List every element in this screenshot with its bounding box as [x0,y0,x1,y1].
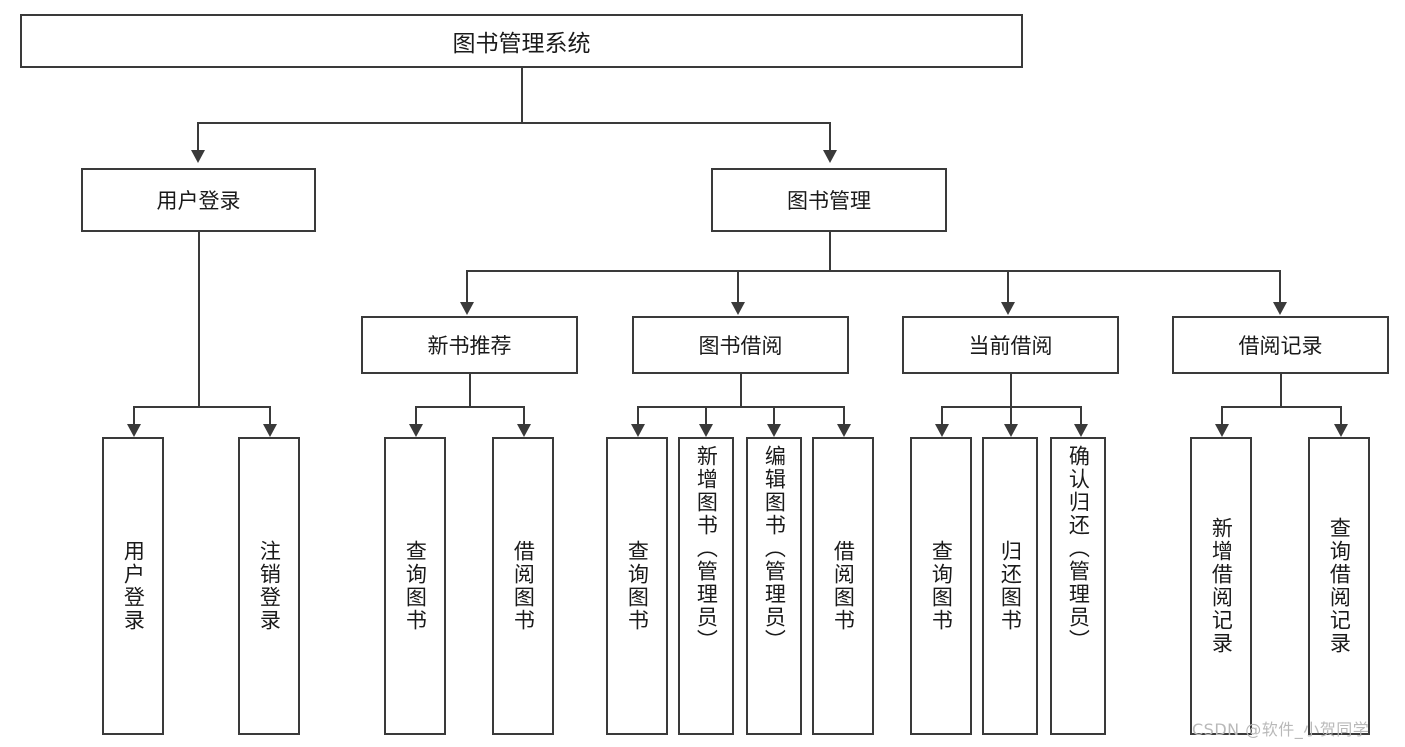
arrowhead-user-login-leaf2 [263,424,277,437]
arrowhead-user-login-leaf1 [127,424,141,437]
arrowhead-current-borrow-leaf3 [1074,424,1088,437]
connector-new-book-to-leaf1 [415,406,417,424]
connector-book-mgmt-to-lvl3-1 [466,270,468,302]
connector-book-borrow-to-leaf1 [637,406,639,424]
leaf-label: 编辑图书（管理员） [762,445,787,652]
connector-borrow-record-to-leaf2 [1340,406,1342,424]
leaf-label: 查询图书 [403,540,428,632]
leaf-label: 查询图书 [929,540,954,632]
node-label: 图书管理 [787,189,871,213]
arrowhead-new-book-leaf1 [409,424,423,437]
connector-current-borrow-to-leaf2 [1010,406,1012,424]
connector-root-to-user-login [197,122,199,150]
leaf-label: 注销登录 [257,540,282,632]
connector-book-mgmt-stem [829,232,831,270]
leaf-label: 确认归还（管理员） [1066,445,1091,652]
connector-root-bus [197,122,830,124]
leaf-add-borrow-record[interactable]: 新增借阅记录 [1190,437,1252,735]
connector-user-login-bus [133,406,269,408]
arrowhead-lvl3-4 [1273,302,1287,315]
connector-borrow-record-bus [1221,406,1340,408]
node-label: 新书推荐 [427,334,512,358]
connector-book-mgmt-to-lvl3-4 [1279,270,1281,302]
leaf-label: 新增借阅记录 [1209,517,1234,655]
arrowhead-book-borrow-leaf4 [837,424,851,437]
connector-current-borrow-to-leaf3 [1080,406,1082,424]
leaf-label: 归还图书 [998,540,1023,632]
arrowhead-current-borrow-leaf2 [1004,424,1018,437]
node-label: 图书借阅 [698,334,783,358]
leaf-label: 借阅图书 [831,540,856,632]
leaf-label: 新增图书（管理员） [694,445,719,652]
arrowhead-lvl3-2 [731,302,745,315]
arrowhead-current-borrow-leaf1 [935,424,949,437]
arrowhead-root-to-book-mgmt [823,150,837,163]
node-new-book-recommend[interactable]: 新书推荐 [361,316,578,374]
leaf-user-login[interactable]: 用户登录 [102,437,164,735]
arrowhead-book-borrow-leaf1 [631,424,645,437]
leaf-confirm-return-admin[interactable]: 确认归还（管理员） [1050,437,1106,735]
connector-book-mgmt-to-lvl3-3 [1007,270,1009,302]
connector-new-book-stem [469,374,471,406]
node-book-borrow[interactable]: 图书借阅 [632,316,849,374]
node-label: 借阅记录 [1238,334,1323,358]
arrowhead-borrow-record-leaf1 [1215,424,1229,437]
leaf-label: 查询借阅记录 [1327,517,1352,655]
connector-new-book-to-leaf2 [523,406,525,424]
node-book-management[interactable]: 图书管理 [711,168,947,232]
connector-current-borrow-stem [1010,374,1012,406]
node-root-system[interactable]: 图书管理系统 [20,14,1023,68]
node-user-login[interactable]: 用户登录 [81,168,316,232]
arrowhead-borrow-record-leaf2 [1334,424,1348,437]
connector-current-borrow-to-leaf1 [941,406,943,424]
arrowhead-book-borrow-leaf2 [699,424,713,437]
arrowhead-lvl3-3 [1001,302,1015,315]
connector-root-stem [521,68,523,122]
connector-book-mgmt-bus [466,270,1280,272]
connector-book-borrow-to-leaf2 [705,406,707,424]
leaf-add-book-admin[interactable]: 新增图书（管理员） [678,437,734,735]
leaf-logout[interactable]: 注销登录 [238,437,300,735]
node-current-borrow[interactable]: 当前借阅 [902,316,1119,374]
leaf-query-borrow-record[interactable]: 查询借阅记录 [1308,437,1370,735]
leaf-borrow-book[interactable]: 借阅图书 [812,437,874,735]
node-label: 用户登录 [156,189,241,213]
connector-user-login-to-leaf2 [269,406,271,424]
connector-root-to-book-mgmt [829,122,831,150]
connector-borrow-record-stem [1280,374,1282,406]
connector-book-borrow-bus [637,406,843,408]
leaf-query-book-recommend[interactable]: 查询图书 [384,437,446,735]
leaf-query-book-current[interactable]: 查询图书 [910,437,972,735]
connector-borrow-record-to-leaf1 [1221,406,1223,424]
leaf-edit-book-admin[interactable]: 编辑图书（管理员） [746,437,802,735]
connector-new-book-bus [415,406,523,408]
node-borrow-record[interactable]: 借阅记录 [1172,316,1389,374]
watermark-csdn: CSDN @软件_小贺同学 [1192,720,1370,739]
connector-book-borrow-to-leaf4 [843,406,845,424]
node-label: 图书管理系统 [452,31,591,57]
leaf-return-book[interactable]: 归还图书 [982,437,1038,735]
arrowhead-lvl3-1 [460,302,474,315]
connector-user-login-stem [198,232,200,406]
leaf-label: 借阅图书 [511,540,536,632]
leaf-query-book-borrow[interactable]: 查询图书 [606,437,668,735]
arrowhead-new-book-leaf2 [517,424,531,437]
connector-book-borrow-stem [740,374,742,406]
connector-user-login-to-leaf1 [133,406,135,424]
connector-book-borrow-to-leaf3 [773,406,775,424]
node-label: 当前借阅 [968,334,1053,358]
leaf-label: 用户登录 [121,540,146,632]
arrowhead-book-borrow-leaf3 [767,424,781,437]
connector-book-mgmt-to-lvl3-2 [737,270,739,302]
arrowhead-root-to-user-login [191,150,205,163]
leaf-label: 查询图书 [625,540,650,632]
leaf-borrow-book-recommend[interactable]: 借阅图书 [492,437,554,735]
